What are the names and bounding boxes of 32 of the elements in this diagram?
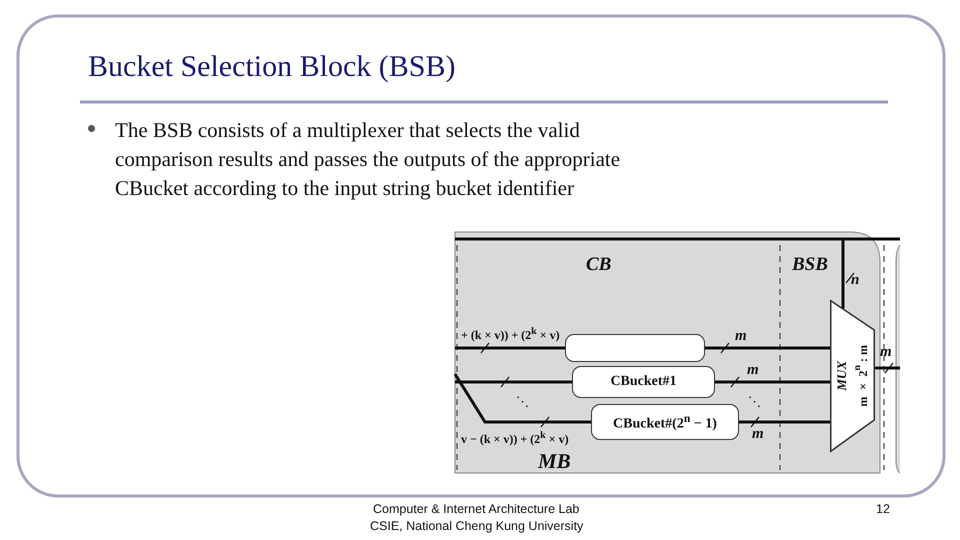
region-label: MB (538, 449, 571, 474)
bus-line (455, 380, 572, 384)
bus-line (875, 366, 900, 370)
bus-width-formula: + (k × v)) + (2$^{k}$ × v) (461, 326, 560, 343)
ellipsis-mark: ⋱ (516, 394, 529, 410)
bucket-name: CBucket#(2$^{n}$ − 1) (613, 412, 717, 432)
edge-label: m (747, 362, 759, 379)
bucket-name: CBucket#1 (610, 374, 677, 390)
region-label: CB (586, 254, 612, 276)
edge-label: n (851, 272, 860, 289)
bus-line (739, 420, 830, 424)
edge-label: m (735, 328, 747, 345)
bus-line (454, 373, 591, 424)
slide-title: Bucket Selection Block (BSB) (88, 50, 456, 84)
bus-line (715, 380, 830, 384)
mux-label: MUX (834, 361, 850, 391)
bus-line (705, 346, 830, 350)
bus-line (455, 346, 565, 350)
bucket-box (572, 366, 715, 398)
bucket-box (591, 404, 739, 440)
edge-label: m (752, 426, 764, 443)
multiplexer-trapezoid (830, 300, 875, 452)
edge-label: m (880, 344, 892, 361)
bucket-box (565, 334, 705, 362)
page-number: 12 (876, 502, 890, 516)
bullet-text: The BSB consists of a multiplexer that selects the valid comparison results and passes the outputs of the appropriate CBucket according to the input string bucket identifier (115, 117, 622, 202)
ellipsis-mark: ⋱ (748, 394, 761, 410)
bus-width-formula: v − (k × v)) + (2$^{k}$ × v) (461, 430, 569, 447)
footer-text: Computer & Internet Architecture Lab (373, 502, 580, 516)
bus-line (842, 239, 844, 309)
region-label: BSB (792, 254, 828, 276)
footer-text: CSIE, National Cheng Kung University (370, 519, 584, 533)
